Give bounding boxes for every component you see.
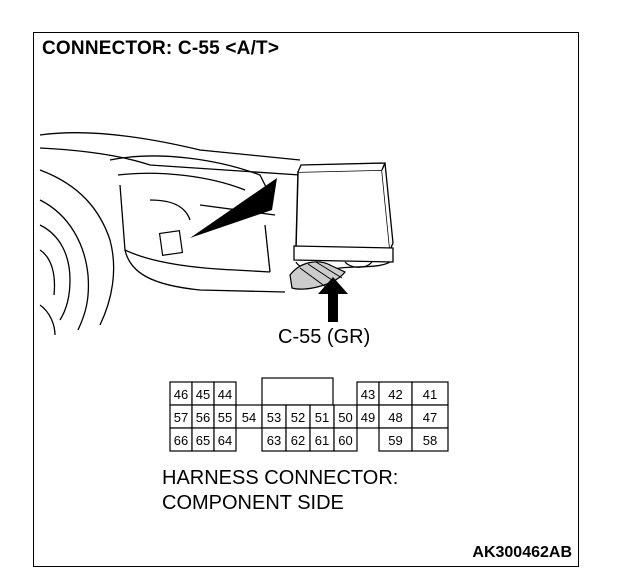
pin-label-57: 57 <box>174 410 188 425</box>
pin-label-48: 48 <box>388 410 402 425</box>
pin-label-56: 56 <box>196 410 210 425</box>
pin-label-49: 49 <box>361 410 375 425</box>
harness-caption: HARNESS CONNECTOR: COMPONENT SIDE <box>162 466 398 516</box>
pin-label-65: 65 <box>196 433 210 448</box>
caption-line-2: COMPONENT SIDE <box>162 492 344 514</box>
pin-label-66: 66 <box>174 433 188 448</box>
pin-label-53: 53 <box>267 410 281 425</box>
pin-label-64: 64 <box>218 433 232 448</box>
pin-label-51: 51 <box>315 410 329 425</box>
pin-label-63: 63 <box>267 433 281 448</box>
pin-label-58: 58 <box>423 433 437 448</box>
pin-label-42: 42 <box>388 387 402 402</box>
diagram-frame <box>33 32 579 567</box>
ecu-box <box>289 162 394 291</box>
pin-label-45: 45 <box>196 387 210 402</box>
arrow-indicator <box>318 277 348 322</box>
pin-label-50: 50 <box>338 410 352 425</box>
pin-label-54: 54 <box>242 410 256 425</box>
pin-label-43: 43 <box>361 387 375 402</box>
dash-connector-shape <box>158 230 184 256</box>
pin-label-46: 46 <box>174 387 188 402</box>
pin-label-55: 55 <box>218 410 232 425</box>
diagram-title: CONNECTOR: C-55 <A/T> <box>42 38 280 59</box>
pin-label-59: 59 <box>388 433 402 448</box>
pin-label-60: 60 <box>338 433 352 448</box>
pin-label-44: 44 <box>218 387 232 402</box>
diagram-code: AK300462AB <box>472 544 572 561</box>
pointer-wedge <box>190 178 277 238</box>
pin-label-41: 41 <box>423 387 437 402</box>
connector-label: C-55 (GR) <box>278 326 371 348</box>
pin-label-52: 52 <box>291 410 305 425</box>
caption-line-1: HARNESS CONNECTOR: <box>162 467 399 489</box>
pin-label-62: 62 <box>291 433 305 448</box>
pin-label-47: 47 <box>423 410 437 425</box>
pin-cell-60 <box>333 427 358 452</box>
pin-label-61: 61 <box>315 433 329 448</box>
connector-key-notch <box>261 377 334 406</box>
pin-cell-64 <box>213 427 237 452</box>
pin-cell-58 <box>411 427 449 452</box>
